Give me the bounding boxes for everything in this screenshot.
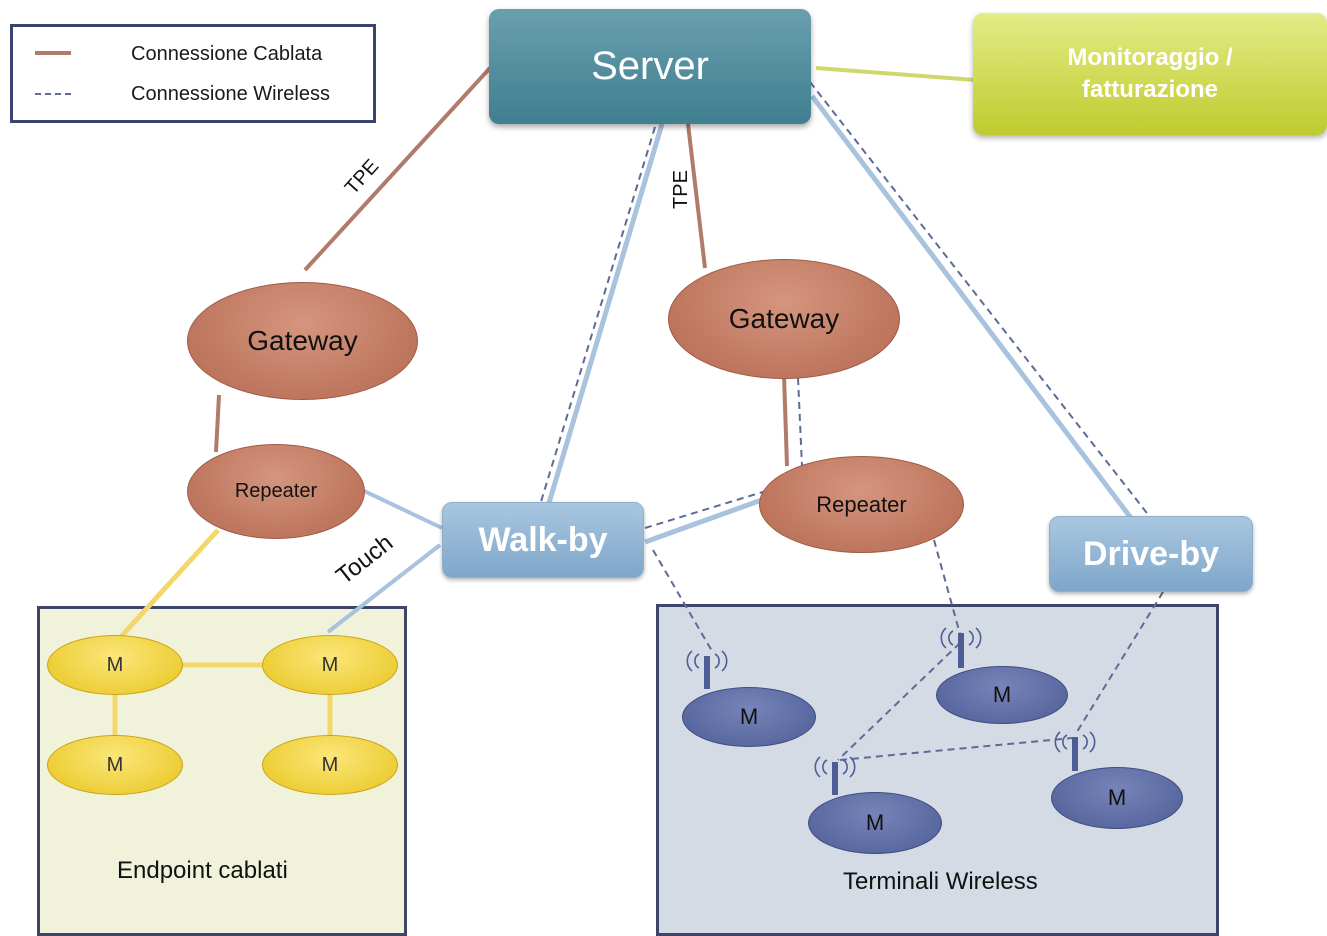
wireless-mesh-1 [837, 642, 961, 761]
wired-gateway-right-repeater [782, 374, 789, 467]
yellow-repeater-meter [116, 528, 220, 642]
antenna-icon [940, 627, 982, 668]
antenna-icon [814, 756, 856, 795]
legend: Connessione Cablata Connessione Wireless [10, 24, 376, 123]
optical-walkby-repeater [644, 494, 771, 545]
repeater-right-label: Repeater [816, 491, 907, 517]
wired-meter: M [262, 635, 398, 695]
wired-line-swatch [35, 51, 71, 55]
wireless-walkby-meter [652, 549, 713, 652]
wireless-meter: M [936, 666, 1068, 724]
gateway-left-label: Gateway [247, 325, 358, 356]
wireless-repeater-meter [933, 539, 961, 635]
meter-label: M [1107, 785, 1127, 810]
wireless-server-driveby [809, 81, 1151, 518]
meter-label: M [321, 653, 339, 676]
wired-zone-label: Endpoint cablati [117, 857, 288, 884]
legend-item-wired: Connessione Cablata [13, 39, 373, 69]
meter-label: M [739, 704, 759, 729]
walk-by-node: Walk-by [442, 502, 644, 578]
repeater-left-node: Repeater [187, 444, 365, 539]
optical-repeater-walkby [361, 488, 443, 530]
wireless-gateway-right-repeater [797, 377, 803, 467]
meter-label: M [106, 753, 124, 776]
server-monitor-link [815, 66, 976, 82]
tpe-label-center: TPE [669, 170, 692, 209]
walk-by-label: Walk-by [478, 520, 608, 559]
wired-meter: M [47, 635, 183, 695]
monitoring-billing-node: Monitoraggio / fatturazione [973, 13, 1327, 135]
meter-label: M [865, 810, 885, 835]
optical-server-driveby [810, 94, 1133, 520]
drive-by-node: Drive-by [1049, 516, 1253, 592]
wired-meter: M [262, 735, 398, 795]
legend-item-wireless: Connessione Wireless [13, 79, 373, 109]
wired-gateway-left-repeater [214, 394, 221, 453]
repeater-left-label: Repeater [234, 480, 318, 502]
optical-touch-meter [326, 543, 442, 634]
meter-label: M [321, 753, 339, 776]
wireless-driveby-meter [1074, 591, 1164, 736]
wired-server-gateway-left [303, 66, 492, 272]
meter-label: M [106, 653, 124, 676]
wireless-line-swatch [35, 93, 71, 95]
gateway-left-node: Gateway [187, 282, 418, 400]
meter-label: M [992, 682, 1012, 707]
repeater-right-node: Repeater [759, 456, 964, 553]
wireless-server-walkby [539, 126, 656, 506]
legend-wired-label: Connessione Cablata [131, 43, 323, 65]
wireless-walkby-repeater [644, 490, 767, 529]
monitor-label-line1: Monitoraggio / [1067, 44, 1233, 71]
wireless-mesh-2 [839, 737, 1073, 761]
wireless-meter: M [1051, 767, 1183, 829]
antenna-icon [686, 650, 728, 689]
wireless-meter: M [808, 792, 942, 854]
wired-server-gateway-right [686, 123, 707, 269]
antenna-icon [1054, 731, 1096, 771]
drive-by-label: Drive-by [1082, 534, 1220, 573]
gateway-right-node: Gateway [668, 259, 900, 379]
monitor-label-line2: fatturazione [1081, 76, 1218, 103]
wireless-meter: M [682, 687, 816, 747]
wireless-zone-label: Terminali Wireless [843, 868, 1038, 895]
server-label: Server [591, 44, 709, 88]
optical-server-walkby [546, 123, 665, 504]
legend-wireless-label: Connessione Wireless [131, 83, 330, 105]
wired-meter: M [47, 735, 183, 795]
gateway-right-label: Gateway [728, 303, 840, 334]
server-node: Server [489, 9, 811, 124]
